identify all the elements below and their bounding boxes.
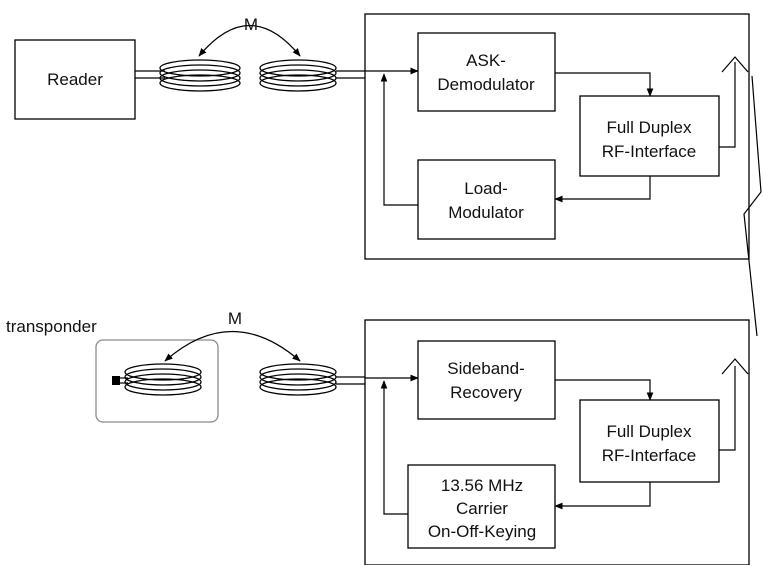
bottom-system: transponder M — [6, 309, 750, 565]
transponder-chip-icon — [112, 376, 120, 385]
carrier-ook-label-1: 13.56 MHz — [441, 476, 523, 495]
reader-antenna-coil-icon — [159, 59, 241, 92]
rf-to-loadmod-arrow — [554, 176, 651, 203]
sideband-to-rf-arrow — [555, 379, 654, 401]
reader-label: Reader — [47, 70, 103, 89]
rf-antenna-feed-bottom — [719, 366, 736, 451]
rf-antenna-icon — [721, 56, 749, 73]
carrier-ook-box — [407, 464, 556, 549]
mutual-inductance-arrow-bottom — [164, 331, 301, 362]
rf-interface-box — [579, 95, 720, 177]
rf-interface-label-1: Full Duplex — [606, 118, 692, 137]
feedback-arrow-bottom — [380, 380, 408, 515]
rf-interface-box-bottom — [579, 399, 720, 483]
target-antenna-coil-icon — [259, 59, 337, 92]
mutual-inductance-label: M — [244, 15, 258, 34]
transponder-label: transponder — [6, 317, 97, 336]
carrier-ook-label-2: Carrier — [456, 499, 508, 518]
device-coil-leads — [336, 376, 365, 385]
rf-antenna-icon-bottom — [721, 358, 749, 375]
transponder-coil-icon — [120, 363, 202, 396]
rf-interface-label-2: RF-Interface — [602, 142, 696, 161]
carrier-ook-label-3: On-Off-Keying — [428, 522, 536, 541]
rf-antenna-feed — [719, 62, 736, 148]
load-modulator-label-1: Load- — [464, 179, 507, 198]
demod-to-rf-arrow — [555, 72, 654, 97]
top-system: Reader M — [14, 13, 750, 260]
wireless-link-icon — [743, 75, 762, 337]
target-coil-leads — [336, 70, 365, 79]
reader-box — [14, 39, 136, 120]
ask-demodulator-label-2: Demodulator — [437, 75, 535, 94]
sideband-recovery-box — [417, 340, 556, 420]
ask-demodulator-label-1: ASK- — [466, 51, 506, 70]
ask-demodulator-box — [417, 32, 556, 112]
mutual-inductance-label-bottom: M — [228, 309, 242, 328]
sideband-recovery-label-1: Sideband- — [447, 359, 525, 378]
load-modulator-box — [417, 159, 556, 240]
mutual-inductance-arrow — [198, 24, 301, 57]
rf-interface-label-bottom-1: Full Duplex — [606, 422, 692, 441]
feedback-arrow — [380, 73, 418, 206]
rf-interface-label-bottom-2: RF-Interface — [602, 446, 696, 465]
rf-to-carrier-arrow — [554, 482, 651, 510]
sideband-recovery-label-2: Recovery — [450, 383, 522, 402]
device-antenna-coil-icon — [259, 363, 337, 396]
load-modulator-label-2: Modulator — [448, 203, 524, 222]
